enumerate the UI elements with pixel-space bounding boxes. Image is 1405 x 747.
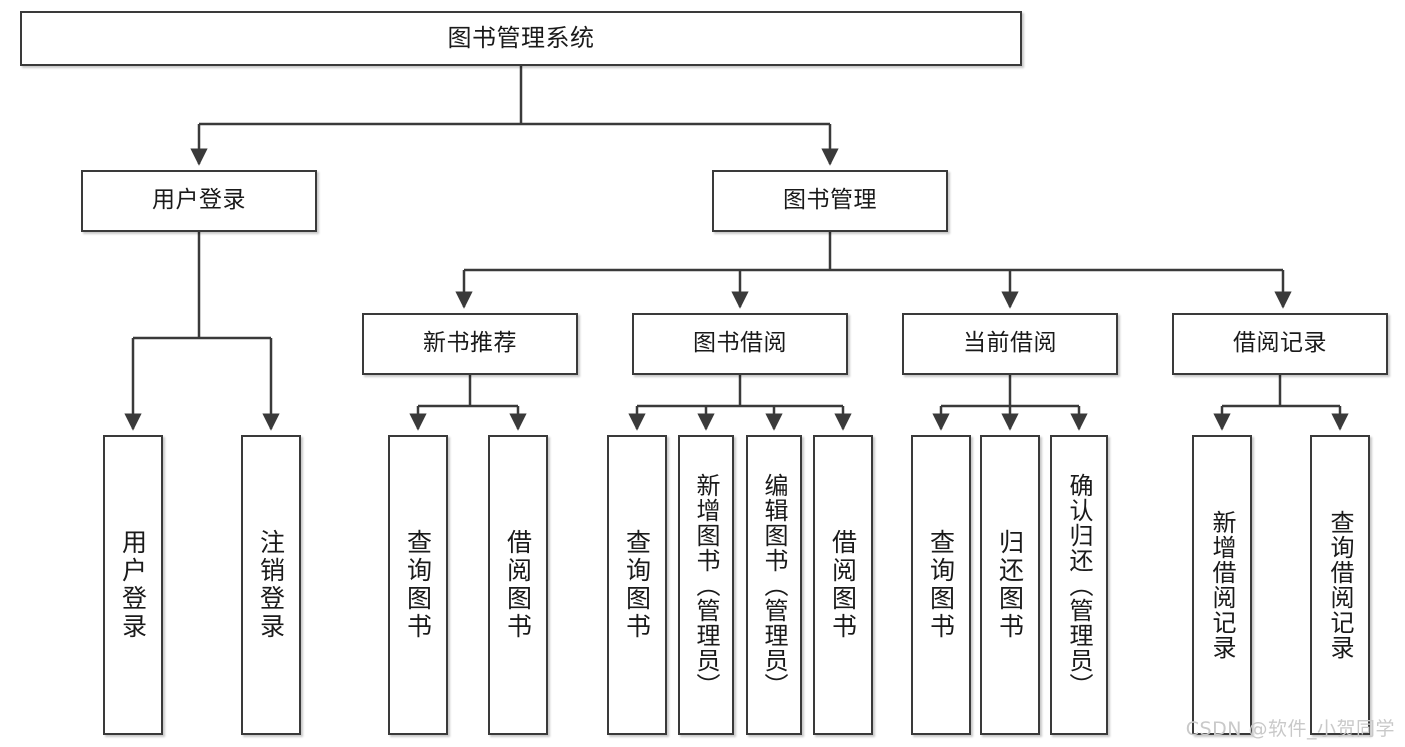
node-book-borrow-label: 图书借阅	[693, 330, 787, 357]
node-user-login-label: 用户登录	[152, 187, 246, 214]
node-leaf-query-book-3[interactable]: 查询图书	[911, 435, 971, 735]
node-leaf-add-record[interactable]: 新增借阅记录	[1192, 435, 1252, 735]
node-leaf-borrow-book-2-label: 借阅图书	[828, 529, 858, 641]
node-root[interactable]: 图书管理系统	[20, 11, 1022, 66]
node-leaf-edit-book-label: 编辑图书（管理员）	[760, 472, 788, 698]
node-leaf-confirm-return-label: 确认归还（管理员）	[1065, 472, 1093, 698]
node-leaf-return-book-label: 归还图书	[995, 529, 1025, 641]
node-current-borrow[interactable]: 当前借阅	[902, 313, 1118, 375]
node-leaf-user-login-label: 用户登录	[118, 529, 148, 641]
node-borrow-record-label: 借阅记录	[1233, 330, 1327, 357]
node-user-login[interactable]: 用户登录	[81, 170, 317, 232]
node-leaf-logout[interactable]: 注销登录	[241, 435, 301, 735]
node-borrow-record[interactable]: 借阅记录	[1172, 313, 1388, 375]
node-leaf-query-book-1[interactable]: 查询图书	[388, 435, 448, 735]
node-leaf-query-record[interactable]: 查询借阅记录	[1310, 435, 1370, 735]
node-leaf-edit-book[interactable]: 编辑图书（管理员）	[746, 435, 802, 735]
node-leaf-confirm-return[interactable]: 确认归还（管理员）	[1050, 435, 1108, 735]
node-leaf-logout-label: 注销登录	[256, 529, 286, 641]
node-new-book-rec[interactable]: 新书推荐	[362, 313, 578, 375]
node-book-manage[interactable]: 图书管理	[712, 170, 948, 232]
csdn-watermark: CSDN @软件_小贺同学	[1185, 718, 1395, 740]
node-book-manage-label: 图书管理	[783, 187, 877, 214]
node-leaf-query-book-3-label: 查询图书	[926, 529, 956, 641]
node-book-borrow[interactable]: 图书借阅	[632, 313, 848, 375]
node-root-label: 图书管理系统	[447, 24, 595, 53]
node-leaf-borrow-book-2[interactable]: 借阅图书	[813, 435, 873, 735]
node-leaf-return-book[interactable]: 归还图书	[980, 435, 1040, 735]
node-leaf-query-record-label: 查询借阅记录	[1326, 510, 1354, 660]
node-new-book-rec-label: 新书推荐	[423, 330, 517, 357]
node-leaf-query-book-2-label: 查询图书	[622, 529, 652, 641]
node-leaf-add-record-label: 新增借阅记录	[1208, 510, 1236, 660]
node-leaf-query-book-1-label: 查询图书	[403, 529, 433, 641]
node-leaf-add-book-label: 新增图书（管理员）	[692, 472, 720, 698]
node-leaf-query-book-2[interactable]: 查询图书	[607, 435, 667, 735]
node-leaf-borrow-book-1-label: 借阅图书	[503, 529, 533, 641]
node-leaf-add-book[interactable]: 新增图书（管理员）	[678, 435, 734, 735]
node-leaf-user-login[interactable]: 用户登录	[103, 435, 163, 735]
node-current-borrow-label: 当前借阅	[963, 330, 1057, 357]
node-leaf-borrow-book-1[interactable]: 借阅图书	[488, 435, 548, 735]
